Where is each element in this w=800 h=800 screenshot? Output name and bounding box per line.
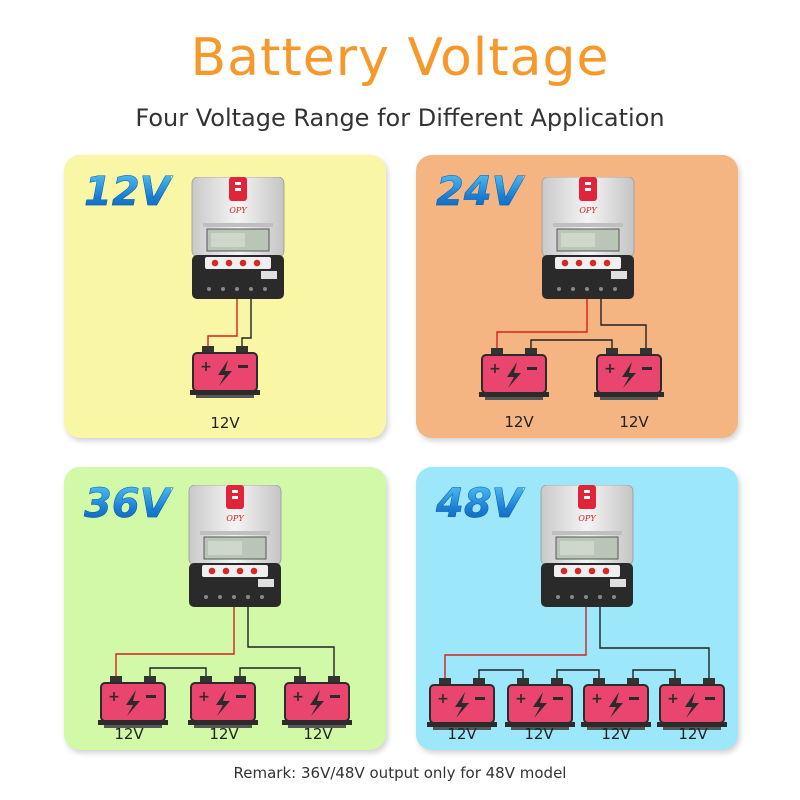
charge-controller: OPY bbox=[540, 484, 634, 607]
battery-voltage-label: 12V bbox=[524, 725, 554, 743]
svg-text:+: + bbox=[108, 689, 120, 705]
svg-text:+: + bbox=[198, 689, 210, 705]
battery-icon: + bbox=[282, 674, 352, 730]
battery-voltage-label: 12V bbox=[447, 725, 477, 743]
svg-text:+: + bbox=[515, 691, 527, 707]
svg-text:+: + bbox=[200, 359, 212, 375]
svg-text:+: + bbox=[604, 361, 616, 377]
battery-voltage-label: 12V bbox=[678, 725, 708, 743]
page-title: Battery Voltage bbox=[190, 28, 610, 88]
svg-text:+: + bbox=[667, 691, 679, 707]
battery-icon: + bbox=[188, 674, 258, 730]
panel-12v: 12V OPY + 12V bbox=[64, 155, 386, 438]
svg-text:OPY: OPY bbox=[579, 206, 597, 215]
battery-icon: + bbox=[581, 676, 651, 732]
panel-24v: 24V OPY + 12V + bbox=[416, 155, 738, 438]
battery-icon: + bbox=[594, 346, 664, 402]
footer-remark: Remark: 36V/48V output only for 48V mode… bbox=[233, 764, 567, 782]
battery-voltage-label: 12V bbox=[601, 725, 631, 743]
voltage-label: 48V bbox=[436, 481, 523, 528]
battery-icon: + bbox=[479, 346, 549, 402]
svg-text:+: + bbox=[437, 691, 449, 707]
battery-icon: + bbox=[427, 676, 497, 732]
battery-icon: + bbox=[98, 674, 168, 730]
voltage-label: 12V bbox=[84, 169, 171, 216]
battery-icon: + bbox=[190, 344, 260, 400]
battery-voltage-label: 12V bbox=[504, 413, 534, 431]
panel-48v: 48V OPY + 12V + bbox=[416, 467, 738, 750]
svg-text:OPY: OPY bbox=[226, 514, 244, 523]
svg-text:OPY: OPY bbox=[229, 206, 247, 215]
battery-voltage-label: 12V bbox=[210, 414, 240, 432]
svg-text:+: + bbox=[489, 361, 501, 377]
charge-controller: OPY bbox=[541, 176, 635, 299]
svg-text:+: + bbox=[292, 689, 304, 705]
battery-voltage-label: 12V bbox=[303, 725, 333, 743]
svg-text:OPY: OPY bbox=[578, 514, 596, 523]
battery-icon: + bbox=[657, 676, 727, 732]
svg-text:+: + bbox=[591, 691, 603, 707]
battery-voltage-label: 12V bbox=[619, 413, 649, 431]
voltage-label: 36V bbox=[84, 481, 171, 528]
charge-controller: OPY bbox=[188, 484, 282, 607]
charge-controller: OPY bbox=[191, 176, 285, 299]
battery-icon: + bbox=[505, 676, 575, 732]
voltage-label: 24V bbox=[436, 169, 523, 216]
panel-36v: 36V OPY + 12V + bbox=[64, 467, 386, 750]
battery-voltage-label: 12V bbox=[114, 725, 144, 743]
battery-voltage-label: 12V bbox=[209, 725, 239, 743]
page-subtitle: Four Voltage Range for Different Applica… bbox=[135, 104, 665, 132]
